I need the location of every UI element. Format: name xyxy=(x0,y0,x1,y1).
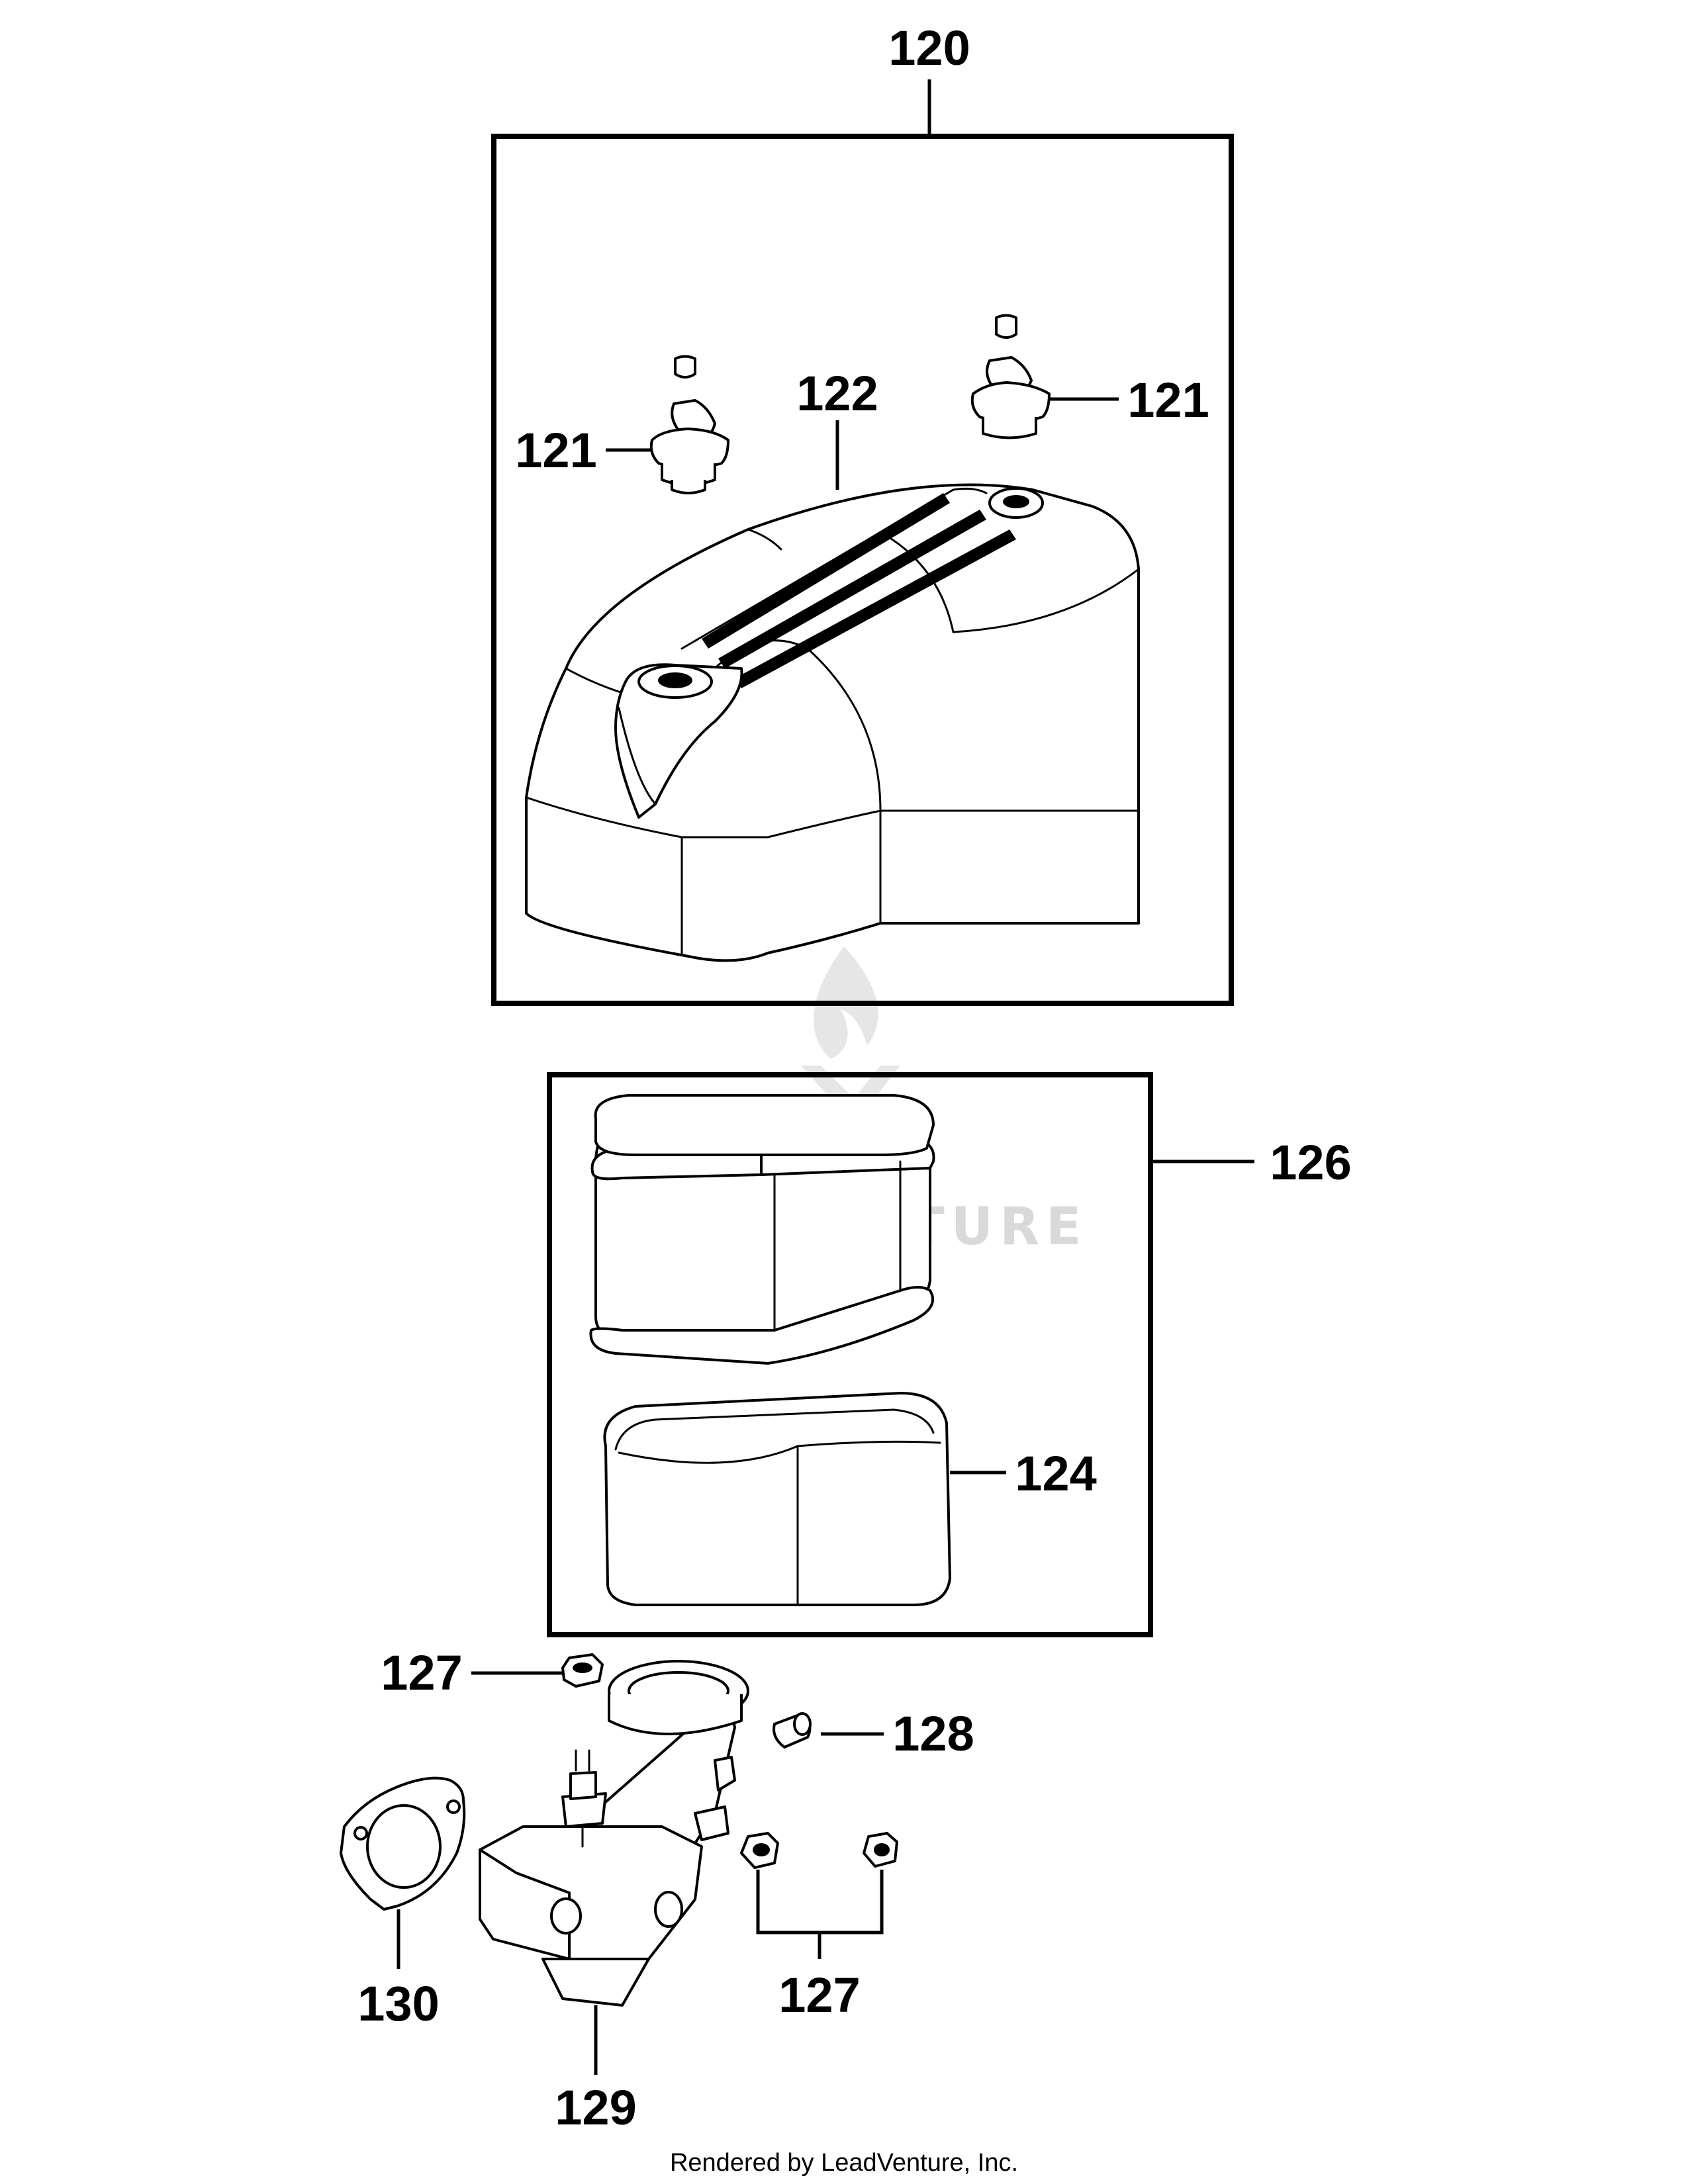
callout-120[interactable]: 120 xyxy=(888,21,970,75)
nut-bottom-left-part[interactable] xyxy=(740,1832,779,1869)
nut-top-part[interactable] xyxy=(561,1653,604,1688)
callout-127-bottom[interactable]: 127 xyxy=(778,1968,860,2023)
nut-bottom-right-part[interactable] xyxy=(863,1832,898,1868)
cover-knob-left-part[interactable] xyxy=(649,355,729,494)
callout-121-right[interactable]: 121 xyxy=(1127,373,1209,428)
air-cleaner-base-part[interactable] xyxy=(479,1660,749,2007)
callout-121-left[interactable]: 121 xyxy=(515,423,596,478)
callout-130[interactable]: 130 xyxy=(357,1976,439,2031)
callout-122[interactable]: 122 xyxy=(796,366,878,421)
cover-knob-right-part[interactable] xyxy=(970,314,1051,439)
callout-124[interactable]: 124 xyxy=(1015,1446,1096,1501)
assembly-126-frame xyxy=(547,1072,1153,1637)
air-filter-element-part[interactable] xyxy=(589,1094,935,1365)
callout-126[interactable]: 126 xyxy=(1270,1135,1351,1190)
pre-cleaner-part[interactable] xyxy=(603,1392,951,1606)
bushing-part[interactable] xyxy=(773,1712,812,1749)
assembly-120-frame xyxy=(491,134,1234,1006)
air-cleaner-cover-part[interactable] xyxy=(525,483,1140,962)
leader-127-bottom xyxy=(756,1870,884,1959)
gasket-part[interactable] xyxy=(340,1776,466,1911)
footer-credit: Rendered by LeadVenture, Inc. xyxy=(670,2149,1018,2177)
callout-128[interactable]: 128 xyxy=(892,1706,974,1761)
callout-127-top[interactable]: 127 xyxy=(381,1645,462,1700)
callout-129[interactable]: 129 xyxy=(555,2080,636,2135)
